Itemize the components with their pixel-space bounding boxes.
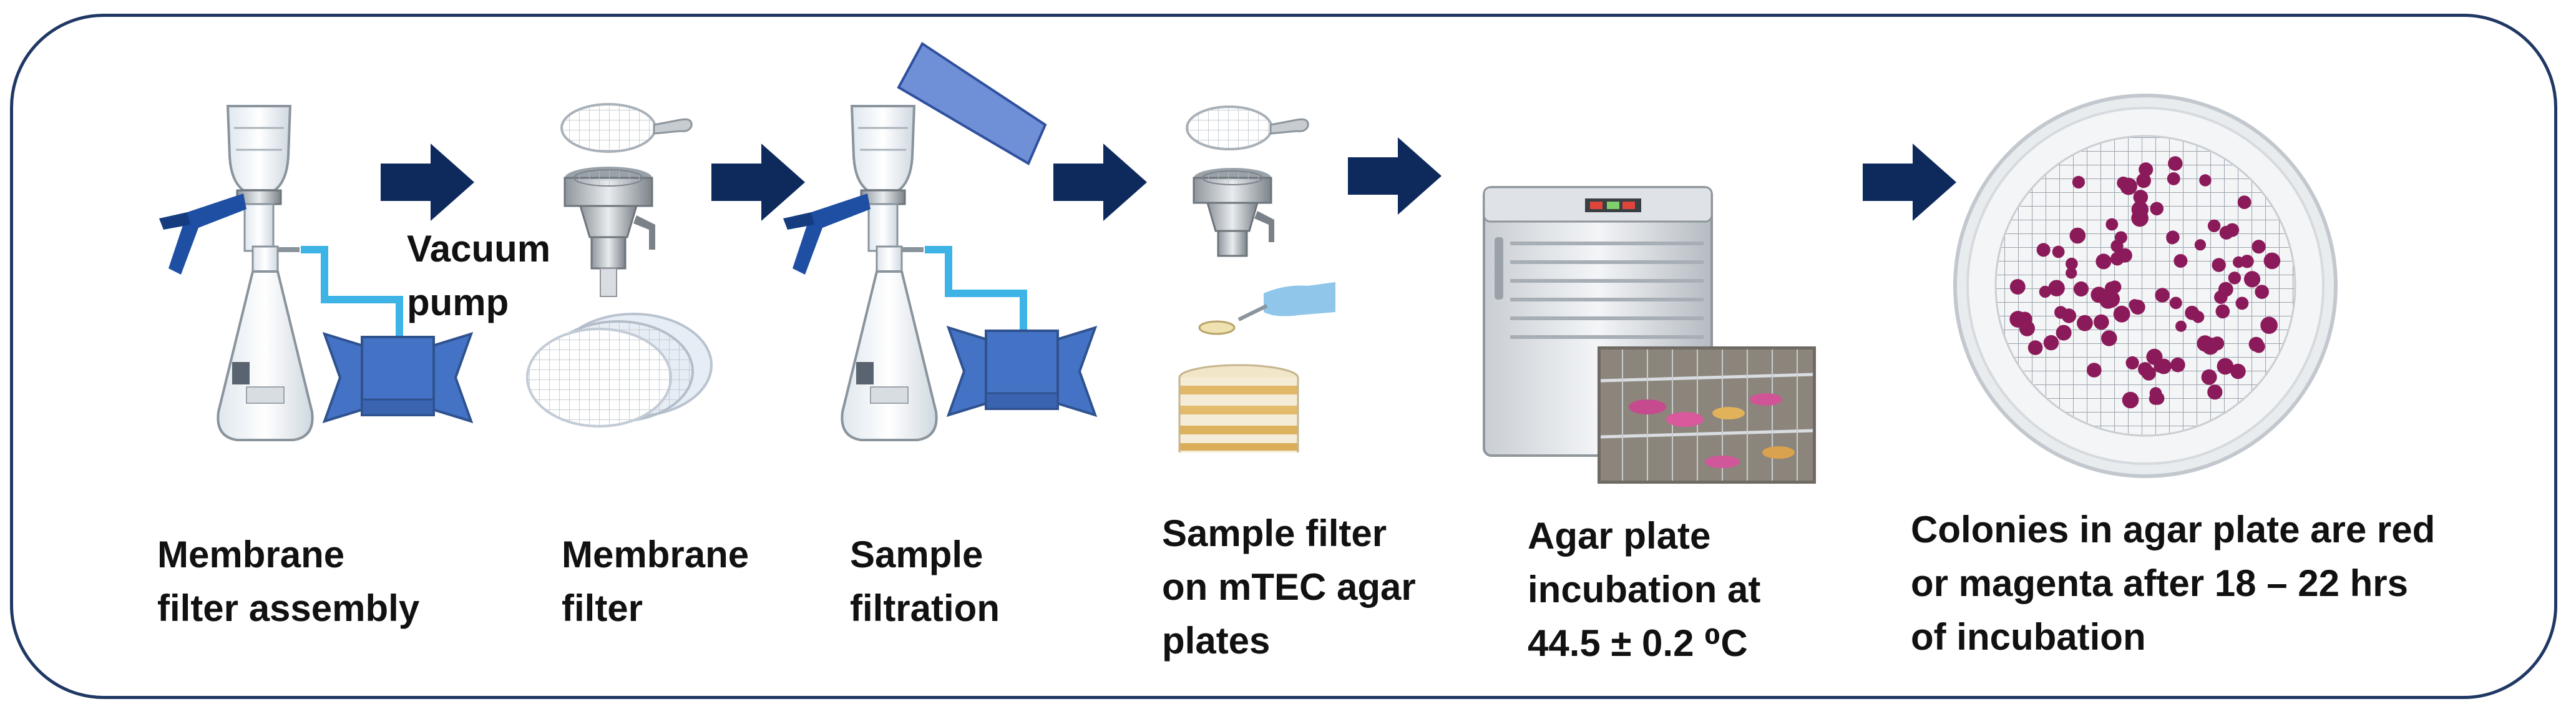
colony-dot [2212,258,2226,272]
colony-dot [2228,271,2242,285]
vacuum-tube-2 [925,246,1027,331]
colony-dot [2133,190,2149,205]
colony-dot [2174,254,2188,268]
colony-dot [2122,391,2139,409]
vacuum-pump-label: Vacuum pump [407,228,551,323]
flow-arrow-1 [381,144,474,221]
colony-dot [2069,227,2086,244]
colony-dot [2066,267,2077,279]
colony-dot [2125,356,2139,370]
flow-arrow-4 [1348,137,1442,215]
colony-dot [2139,162,2154,177]
colony-dot [2230,363,2246,379]
vacuum-tube-1 [301,246,403,337]
colony-dot [2252,240,2266,254]
sample-pour-wedge [897,42,1047,165]
colony-dot [2019,320,2035,336]
vacuum-pump-icon-2 [946,325,1098,418]
colony-dot [2073,281,2089,297]
colony-dot [2052,245,2065,258]
colony-dot [2056,325,2072,341]
colony-dot [2255,285,2269,300]
colony-dot [2235,296,2249,310]
colony-dot [2199,174,2212,187]
colony-dot [2225,223,2240,237]
colony-dot [2136,173,2151,188]
caption-membrane-filter-assembly: Membrane filter assembly [157,534,420,629]
colony-dot [2066,257,2078,270]
colony-dot [2110,252,2124,266]
colony-dot [2207,219,2221,232]
colony-dot [2151,391,2165,405]
colony-dot [2138,362,2152,377]
colony-dot [2077,315,2093,331]
caption-membrane-filter: Membrane filter [562,534,749,629]
colony-dot [2215,304,2230,319]
colony-dot [2009,279,2026,295]
colony-dot [2210,336,2225,351]
colony-dot [2194,239,2206,251]
colony-dot [2154,361,2165,373]
colony-dot [2237,195,2252,209]
colony-dot [2129,299,2140,311]
colony-dot [2036,243,2051,257]
colony-dot [2101,330,2117,346]
colony-dots [2009,156,2281,409]
colony-dot [2120,177,2137,195]
colony-dot [2094,314,2109,330]
colony-dot [2105,218,2119,231]
colony-dot [2087,363,2102,378]
caption-colonies: Colonies in agar plate are red or magent… [1911,509,2436,658]
flow-arrow-2 [711,144,805,221]
colony-dot [2039,285,2051,298]
colony-dot [2114,231,2127,244]
colony-dot [2113,305,2130,323]
vacuum-pump-icon [322,331,474,424]
colony-dot [2131,201,2149,218]
filter-assembly-illustration [159,105,314,441]
membrane-filter-illustration [526,103,713,428]
agar-plating-illustration [1178,105,1335,452]
colony-dot [2263,252,2281,270]
colony-dot [2252,340,2265,353]
colony-dot [2170,357,2185,373]
colony-dot [2218,281,2233,297]
colony-dot [2146,348,2163,365]
caption-sample-filter-agar: Sample filter on mTEC agar plates [1162,512,1416,662]
colony-dot [2027,340,2043,355]
colony-dot [2072,175,2085,188]
colony-dot [2150,202,2164,216]
colony-dot [2102,290,2120,308]
colony-dot [2166,230,2180,244]
colony-dot [2168,156,2183,171]
colony-dot [2095,253,2112,270]
colony-dot [2175,320,2187,332]
colony-dot [2155,288,2170,303]
colony-dot [2169,296,2182,310]
incubator-illustration [1483,186,1816,484]
colony-dot [2197,335,2213,352]
colony-dot [2048,280,2065,296]
colony-dot [2240,255,2254,268]
colony-dot [2201,369,2217,385]
sample-filtration-illustration [783,42,1047,441]
caption-agar-incubation: Agar plate incubation at 44.5 ± 0.2 ⁰C [1528,515,1761,664]
colony-dot [2217,358,2234,375]
colony-dot [2260,316,2278,334]
colony-dot [2248,273,2260,286]
flow-arrow-3 [1053,144,1147,221]
colony-dot [2061,308,2077,323]
flow-arrow-5 [1863,144,1956,221]
caption-sample-filtration: Sample filtration [850,534,1000,629]
colony-plate-illustration [1953,94,2338,478]
colony-dot [2192,311,2205,323]
colony-dot [2167,172,2180,185]
colony-dot [2207,384,2223,400]
colony-dot [2043,335,2059,351]
